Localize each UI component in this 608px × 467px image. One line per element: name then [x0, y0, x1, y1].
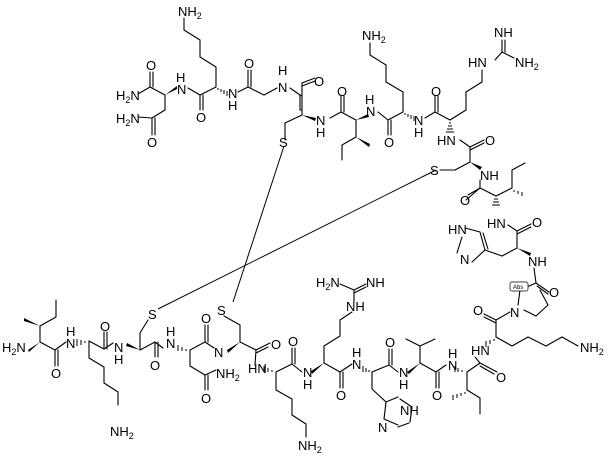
svg-text:O: O	[485, 133, 495, 148]
disulfide-bond-cys5-cys19	[232, 145, 285, 303]
svg-text:N: N	[228, 86, 237, 101]
svg-text:O: O	[385, 335, 395, 350]
svg-text:O: O	[150, 358, 160, 373]
svg-text:HN: HN	[437, 133, 456, 148]
bond-skeleton	[24, 17, 579, 438]
svg-text:N: N	[177, 82, 186, 97]
svg-text:H2N: H2N	[316, 275, 340, 292]
svg-text:N: N	[414, 113, 423, 128]
svg-text:N: N	[366, 104, 375, 119]
svg-text:NH: NH	[494, 25, 513, 40]
svg-text:O: O	[384, 135, 394, 150]
svg-text:NH: NH	[346, 299, 365, 314]
svg-text:NH2: NH2	[362, 28, 386, 45]
svg-text:O: O	[196, 110, 206, 125]
svg-text:O: O	[473, 303, 483, 318]
svg-text:H: H	[303, 377, 312, 392]
svg-text:O: O	[549, 285, 559, 300]
svg-text:H: H	[66, 324, 75, 339]
svg-text:H: H	[114, 352, 123, 367]
svg-text:N: N	[510, 305, 519, 320]
svg-text:N: N	[378, 420, 387, 435]
svg-text:O: O	[532, 215, 542, 230]
svg-text:NH: NH	[400, 403, 419, 418]
svg-text:N: N	[214, 345, 223, 360]
svg-text:HN: HN	[471, 343, 490, 358]
svg-text:O: O	[201, 311, 211, 326]
svg-text:NH: NH	[528, 254, 547, 269]
svg-text:N: N	[352, 357, 361, 372]
svg-text:H: H	[399, 377, 408, 392]
svg-text:NH: NH	[480, 168, 499, 183]
svg-text:N: N	[399, 365, 408, 380]
svg-text:HN: HN	[448, 222, 467, 237]
svg-text:S: S	[148, 307, 157, 322]
svg-text:HN: HN	[248, 361, 267, 376]
svg-text:O: O	[337, 84, 347, 99]
svg-text:H: H	[365, 92, 374, 107]
svg-text:O: O	[147, 135, 157, 150]
svg-text:O: O	[496, 370, 506, 385]
svg-text:O: O	[100, 319, 110, 334]
svg-text:S: S	[430, 163, 439, 178]
svg-text:N: N	[303, 365, 312, 380]
svg-text:O: O	[431, 84, 441, 99]
svg-text:NH2: NH2	[515, 55, 539, 72]
svg-text:N: N	[66, 336, 75, 351]
svg-text:N: N	[316, 113, 325, 128]
svg-text:S: S	[279, 135, 288, 150]
svg-text:O: O	[51, 366, 61, 381]
svg-text:H: H	[228, 98, 237, 113]
svg-text:NH2: NH2	[298, 438, 322, 455]
svg-text:N: N	[448, 358, 457, 373]
svg-text:O: O	[146, 58, 156, 73]
svg-text:H2N: H2N	[116, 111, 140, 128]
svg-text:H: H	[278, 63, 287, 78]
atom-labels: H2N H2N O O H N O NH2 N H O H N O S N H …	[2, 4, 604, 455]
svg-text:N: N	[166, 336, 175, 351]
svg-text:NH: NH	[366, 275, 385, 290]
svg-text:N: N	[278, 80, 287, 95]
svg-text:HN: HN	[468, 55, 487, 70]
svg-text:H: H	[352, 345, 361, 360]
svg-text:NH2: NH2	[110, 424, 134, 441]
svg-text:H: H	[176, 70, 185, 85]
svg-text:S: S	[217, 303, 226, 318]
svg-text:O: O	[271, 337, 281, 352]
svg-text:N: N	[114, 340, 123, 355]
disulfide-bridges	[157, 145, 437, 310]
svg-text:NH2: NH2	[178, 4, 202, 21]
svg-text:H2N: H2N	[2, 340, 26, 357]
svg-text:HN: HN	[487, 216, 506, 231]
svg-text:NH2: NH2	[580, 340, 604, 357]
svg-text:O: O	[432, 388, 442, 403]
svg-text:H: H	[414, 125, 423, 140]
svg-text:O: O	[201, 391, 211, 406]
svg-text:O: O	[314, 74, 324, 89]
svg-text:Abs: Abs	[513, 285, 523, 291]
svg-text:O: O	[460, 193, 470, 208]
disulfide-bond-cys3-cys15	[157, 169, 437, 310]
svg-text:O: O	[244, 56, 254, 71]
svg-text:O: O	[288, 334, 298, 349]
svg-text:H: H	[316, 125, 325, 140]
svg-text:N: N	[460, 252, 469, 267]
svg-text:H: H	[166, 324, 175, 339]
svg-text:H: H	[448, 346, 457, 361]
svg-text:NH2: NH2	[216, 366, 240, 383]
svg-text:O: O	[336, 388, 346, 403]
atom-label-nh2: H2N	[116, 88, 140, 105]
